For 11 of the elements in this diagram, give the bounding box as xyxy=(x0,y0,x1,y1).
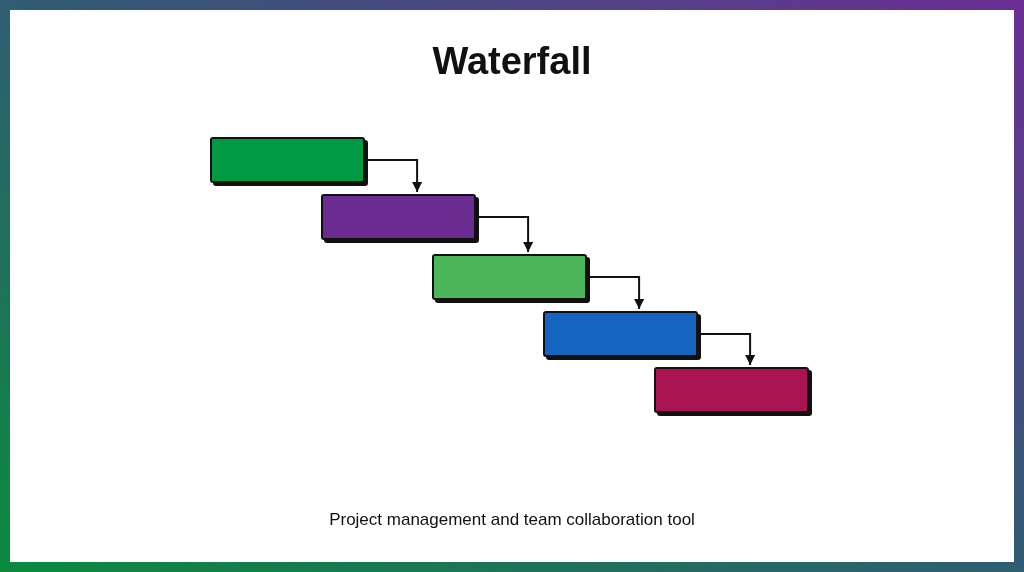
arrow xyxy=(699,333,756,366)
process-box xyxy=(432,254,587,300)
arrow xyxy=(366,159,423,193)
diagram-title: Waterfall xyxy=(431,40,593,83)
process-box xyxy=(654,367,809,413)
process-box xyxy=(321,194,476,240)
process-box xyxy=(543,311,698,357)
arrow xyxy=(477,216,534,253)
arrow xyxy=(588,276,645,310)
tagline: Project management and team collaboration tool xyxy=(329,510,695,530)
process-box xyxy=(210,137,365,183)
